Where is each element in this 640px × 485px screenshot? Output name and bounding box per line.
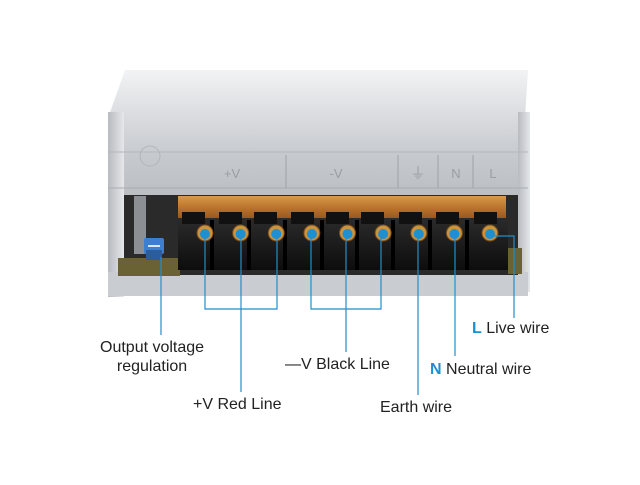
- terminal-marker-dot: [271, 229, 282, 239]
- metal-case: [108, 70, 530, 297]
- case-label-plus-v: +V: [224, 166, 241, 181]
- label-plus-v-red-line: +V Red Line: [193, 396, 282, 413]
- terminal-marker-dot: [378, 229, 389, 239]
- label-output-voltage-regulation: Output voltage regulation: [100, 338, 204, 376]
- label-live-wire: L Live wire: [472, 319, 549, 338]
- case-label-l: L: [489, 166, 496, 181]
- terminal-marker-dot: [342, 229, 353, 239]
- case-label-minus-v: -V: [330, 166, 343, 181]
- case-right-side: [518, 112, 530, 292]
- live-letter: L: [472, 320, 482, 337]
- case-top: [108, 70, 528, 118]
- terminal-marker-dot: [413, 229, 424, 239]
- live-text: Live wire: [481, 320, 550, 337]
- terminal-block: [178, 212, 508, 270]
- callout-lines: [160, 235, 515, 395]
- terminal-marker-dot: [235, 229, 246, 239]
- label-output-line1: Output voltage: [100, 339, 205, 356]
- callout-line-live: [490, 235, 515, 318]
- terminal-marker-dot: [200, 229, 210, 239]
- label-earth-wire: Earth wire: [380, 399, 453, 416]
- neutral-letter: N: [430, 361, 442, 378]
- case-front-panel: [108, 112, 528, 202]
- label-output-line2: regulation: [116, 358, 188, 375]
- earth-symbol-icon: ⏚: [410, 164, 425, 182]
- terminal-marker-dot: [306, 229, 317, 239]
- case-left-side: [108, 112, 124, 297]
- neutral-text: Neutral wire: [441, 361, 532, 378]
- terminal-marker-dot: [485, 229, 495, 239]
- terminal-screws: [196, 224, 499, 242]
- label-minus-v-black-line: —V Black Line: [285, 356, 390, 373]
- potentiometer-icon: [144, 238, 164, 260]
- case-label-n: N: [451, 166, 460, 181]
- label-neutral-wire: N Neutral wire: [430, 360, 531, 379]
- terminal-marker-dot: [449, 229, 460, 239]
- pcb-board: [118, 258, 180, 276]
